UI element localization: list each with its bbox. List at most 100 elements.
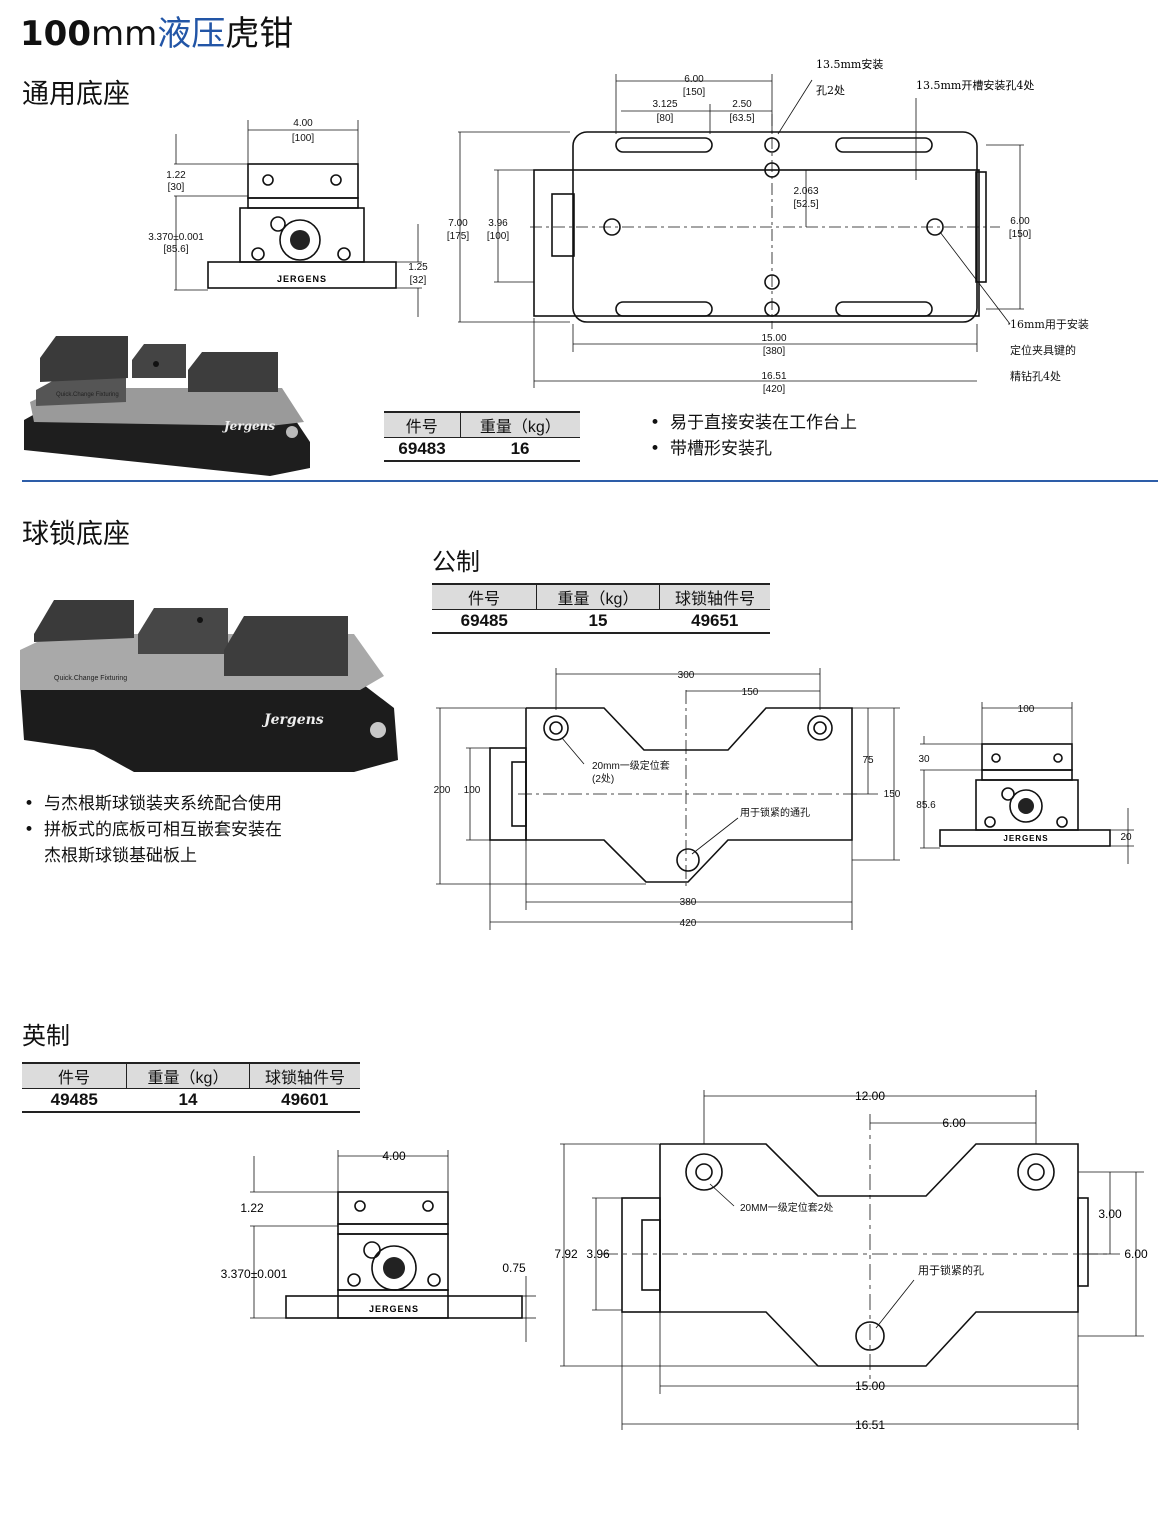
dim-center-height-mm: [85.6] <box>163 244 188 255</box>
dim-slot-span-mm: [150] <box>683 87 705 98</box>
dim-hole-span: 12.00 <box>855 1089 885 1103</box>
general-base-photo: Jergens Quick.Change Fixturing <box>24 336 310 476</box>
note-lock-through-hole: 用于锁紧的通孔 <box>740 806 810 819</box>
general-base-heading: 通用底座 <box>22 79 130 110</box>
general-base-top-view: 6.00 [150] 3.125 [80] 2.50 [63.5] 13.5mm… <box>447 57 1034 394</box>
dim-hole-to-center: 75 <box>862 755 874 766</box>
dim-center-height: 85.6 <box>916 800 936 811</box>
col-weight: 重量（kg） <box>126 1062 250 1089</box>
table-row: 69483 16 <box>384 437 580 462</box>
dim-slot-offset-mm: [80] <box>657 113 674 124</box>
dim-overall-width: 7.92 <box>554 1247 578 1261</box>
note-locating-holes: 16mm用于安装 定位夹具键的 精钻孔4处 <box>1010 318 1089 383</box>
list-item: 与杰根斯球锁装夹系统配合使用 <box>22 791 282 817</box>
imperial-spec-table: 件号 重量（kg） 球锁轴件号 49485 14 49601 <box>22 1062 360 1113</box>
note-slot-holes: 13.5mm开槽安装孔4处 <box>916 78 1034 92</box>
dim-center-height: 3.370±0.001 <box>148 232 204 243</box>
dim-base-length: 15.00 <box>855 1379 885 1393</box>
imperial-front-view: 4.00 JERGENS 1.22 3.370±0.001 0.75 <box>221 1149 536 1342</box>
col-part-no: 件号 <box>432 583 537 610</box>
dim-hole-half-span: 6.00 <box>942 1116 966 1130</box>
brand-text: JERGENS <box>369 1304 419 1314</box>
dim-hole-offset: 2.50 <box>732 99 752 110</box>
section-divider <box>22 480 1158 482</box>
dim-slot-row-spacing-mm: [150] <box>1009 229 1031 240</box>
dim-hole-to-center: 3.00 <box>1098 1207 1122 1221</box>
dim-jaw-width: 100 <box>464 785 481 796</box>
list-item: 拼板式的底板可相互嵌套安装在 <box>22 817 282 843</box>
photo-small-text: Quick.Change Fixturing <box>56 392 119 398</box>
ball-lock-base-photo: Jergens Quick.Change Fixturing <box>20 600 398 772</box>
note-lock-hole: 用于锁紧的孔 <box>918 1263 984 1277</box>
dim-overall-width: 7.00 <box>448 218 468 229</box>
col-weight: 重量（kg） <box>460 411 580 438</box>
list-item: 易于直接安装在工作台上 <box>648 410 857 436</box>
note-mount-hole-count: 孔2处 <box>816 84 845 97</box>
note-mount-hole: 13.5mm安装 <box>816 57 883 71</box>
general-base-front-view: 4.00 [100] JERGENS 1.22 [30] 3.370±0.001… <box>148 118 428 317</box>
general-base-spec-table: 件号 重量（kg） 69483 16 <box>384 411 580 462</box>
table-row: 69485 15 49651 <box>432 609 770 634</box>
ball-lock-base-heading: 球锁底座 <box>22 519 130 550</box>
photo-small-text: Quick.Change Fixturing <box>54 675 127 682</box>
dim-width: 4.00 <box>293 118 313 129</box>
dim-base-height-mm: [32] <box>410 275 427 286</box>
col-part-no: 件号 <box>22 1062 127 1089</box>
photo-brand: Jergens <box>222 419 275 433</box>
metric-front-view: 100 JERGENS 30 85.6 20 <box>916 702 1134 864</box>
dim-overall-length: 16.51 <box>855 1418 885 1432</box>
dim-hole-spacing-mm: [52.5] <box>793 199 818 210</box>
metric-spec-table: 件号 重量（kg） 球锁轴件号 69485 15 49651 <box>432 583 770 634</box>
imperial-heading: 英制 <box>22 1022 70 1050</box>
dim-height-top: 1.22 <box>240 1201 264 1215</box>
brand-text: JERGENS <box>277 274 327 284</box>
col-part-no: 件号 <box>384 411 461 438</box>
col-ball-lock-part: 球锁轴件号 <box>659 583 770 610</box>
dim-hole-half-span: 150 <box>742 687 759 698</box>
ball-lock-features: 与杰根斯球锁装夹系统配合使用 拼板式的底板可相互嵌套安装在 杰根斯球锁基础板上 <box>22 791 282 869</box>
metric-heading: 公制 <box>432 548 480 576</box>
dim-center-height: 3.370±0.001 <box>221 1267 288 1281</box>
dim-jaw-width-mm: [100] <box>487 231 509 242</box>
dim-hole-offset-mm: [63.5] <box>729 113 754 124</box>
general-base-features: 易于直接安装在工作台上 带槽形安装孔 <box>648 410 857 462</box>
dim-slot-row-spacing: 6.00 <box>1010 216 1030 227</box>
note-locator-bushing-count: (2处) <box>592 773 614 785</box>
note-locator-bushing: 20MM一级定位套2处 <box>740 1201 833 1214</box>
dim-height-top: 30 <box>918 754 930 765</box>
dim-jaw-width: 3.96 <box>586 1247 610 1261</box>
dim-base-length: 15.00 <box>761 333 786 344</box>
note-locator-bushing: 20mm一级定位套 <box>592 759 670 772</box>
dim-hole-span: 300 <box>678 670 695 681</box>
dim-slot-offset: 3.125 <box>652 99 677 110</box>
dim-hole-to-lockhole: 6.00 <box>1124 1247 1148 1261</box>
col-weight: 重量（kg） <box>536 583 660 610</box>
dim-base-height: 1.25 <box>408 262 428 273</box>
dim-slot-span: 6.00 <box>684 74 704 85</box>
dim-width-mm: [100] <box>292 133 314 144</box>
dim-overall-width-mm: [175] <box>447 231 469 242</box>
list-item: 带槽形安装孔 <box>648 436 857 462</box>
dim-base-length-mm: [380] <box>763 346 785 357</box>
dim-height-top: 1.22 <box>166 170 186 181</box>
photo-brand: Jergens <box>261 712 324 728</box>
list-item-continued: 杰根斯球锁基础板上 <box>44 846 197 866</box>
metric-top-view: 300 150 20mm一级定位套 (2处) 用于锁紧的通孔 75 150 20… <box>434 668 901 930</box>
dim-height-top-mm: [30] <box>168 182 185 193</box>
dim-width: 4.00 <box>382 1149 406 1163</box>
dim-overall-length-mm: [420] <box>763 384 785 394</box>
dim-base-length: 380 <box>680 897 697 908</box>
brand-text: JERGENS <box>1003 834 1048 843</box>
dim-jaw-width: 3.96 <box>488 218 508 229</box>
dim-overall-length: 16.51 <box>761 371 786 382</box>
table-row: 49485 14 49601 <box>22 1088 360 1113</box>
dim-base-height: 0.75 <box>502 1261 526 1275</box>
col-ball-lock-part: 球锁轴件号 <box>249 1062 360 1089</box>
dim-overall-length: 420 <box>680 918 697 929</box>
dim-width: 100 <box>1018 704 1035 715</box>
dim-base-height: 20 <box>1120 832 1132 843</box>
page-title: 100mm液压虎钳 <box>20 14 294 54</box>
dim-overall-width: 200 <box>434 785 451 796</box>
imperial-top-view: 12.00 6.00 20MM一级定位套2处 用于锁紧的孔 3.00 6.00 … <box>554 1089 1148 1432</box>
dim-hole-spacing: 2.063 <box>793 186 818 197</box>
